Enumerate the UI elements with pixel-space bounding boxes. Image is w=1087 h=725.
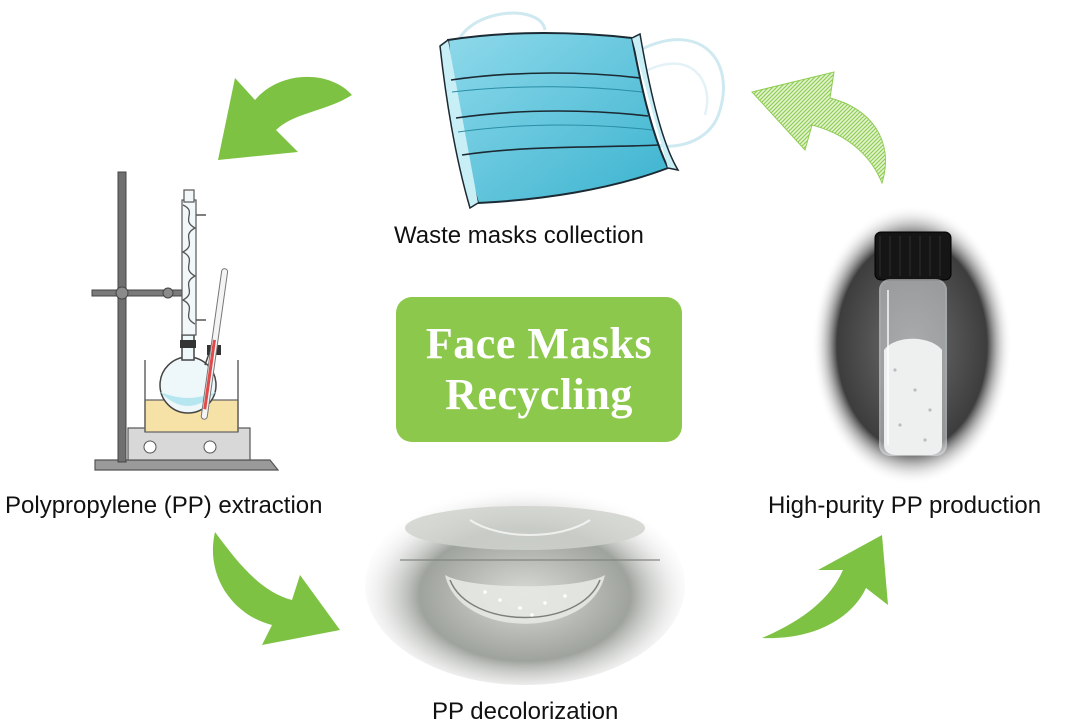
pp-vial-photo bbox=[812, 205, 1012, 485]
arrow-top-left-icon bbox=[218, 76, 352, 160]
center-title-line2: Recycling bbox=[445, 369, 633, 419]
center-title-box: Face Masks Recycling bbox=[396, 297, 682, 442]
center-title-line1: Face Masks bbox=[425, 318, 653, 368]
arrow-bottom-right-icon bbox=[762, 535, 888, 639]
step-label-production: High-purity PP production bbox=[768, 492, 1042, 519]
arrow-bottom-left-icon bbox=[212, 532, 340, 645]
decolorization-dish-photo bbox=[365, 485, 685, 685]
extraction-apparatus-icon bbox=[91, 171, 280, 471]
arrow-top-right-hatched-icon bbox=[751, 71, 886, 185]
step-label-collection: Waste masks collection bbox=[394, 222, 644, 249]
surgical-mask-icon bbox=[439, 11, 725, 210]
step-label-decolorization: PP decolorization bbox=[432, 698, 619, 725]
step-label-extraction: Polypropylene (PP) extraction bbox=[5, 492, 323, 519]
